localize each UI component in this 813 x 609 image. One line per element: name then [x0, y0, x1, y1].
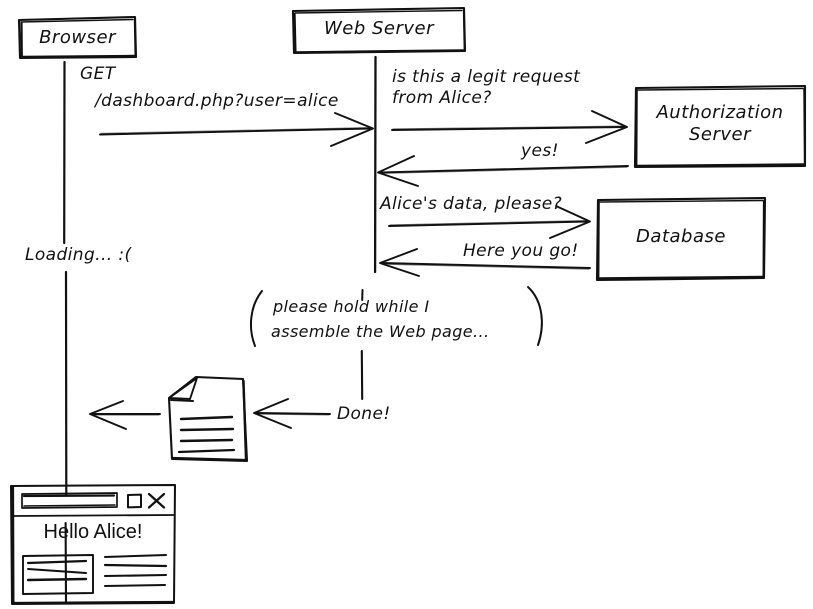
message-label-alice-data: Alice's data, please?: [380, 194, 563, 214]
note-bracket-left: [249, 290, 263, 347]
message-label-yes: yes!: [521, 141, 559, 161]
browser-window-heading: Hello Alice!: [43, 521, 143, 543]
node-label-authorization-server: Authorization Server: [656, 102, 784, 145]
node-label-browser: Browser: [39, 27, 116, 48]
arrow-get-request: [99, 112, 374, 147]
message-label-done: Done!: [337, 404, 391, 424]
node-label-web-server: Web Server: [323, 18, 435, 39]
message-label-here-you-go: Here you go!: [463, 241, 579, 261]
message-label-legit-request: is this a legit request: [392, 67, 581, 87]
arrow-document-to-browser: [89, 400, 161, 430]
node-label-database: Database: [636, 226, 726, 247]
arrow-done: [253, 398, 331, 429]
arrow-yes-reply: [377, 155, 629, 187]
browser-window-frame: [10, 484, 176, 605]
note-bracket-right: [527, 286, 543, 346]
annotation-loading: Loading... :(: [25, 245, 132, 265]
arrow-legit-request: [391, 110, 628, 144]
document-icon: [167, 375, 249, 463]
note-please-hold-line-2: assemble the Web page...: [271, 322, 490, 341]
note-please-hold-line-1: please hold while I: [273, 297, 430, 316]
message-label-get: GET: [80, 64, 116, 84]
message-label-get-path: /dashboard.php?user=alice: [95, 91, 339, 111]
message-label-legit-request-2: from Alice?: [392, 88, 492, 108]
